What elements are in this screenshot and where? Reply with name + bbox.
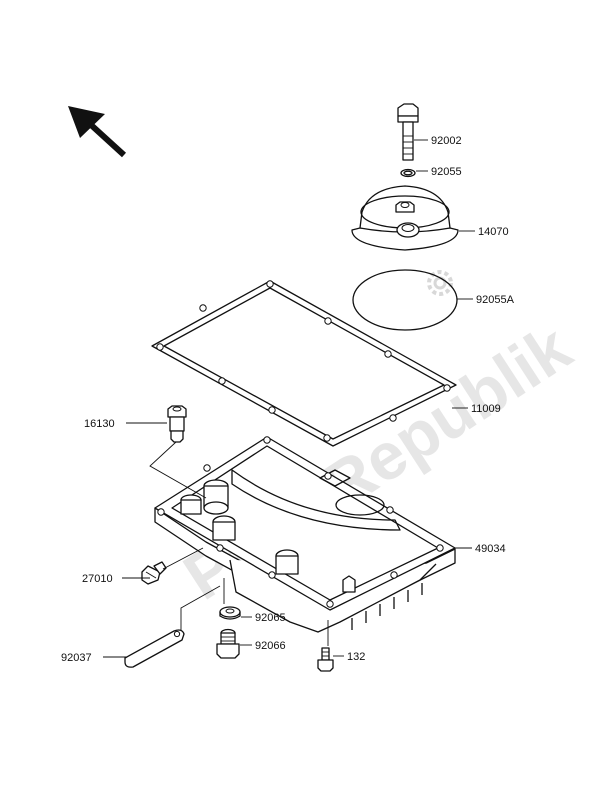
label-27010: 27010 <box>82 573 113 585</box>
oring-92055 <box>400 168 416 178</box>
label-132: 132 <box>347 651 365 663</box>
pan-bolt-132 <box>317 647 334 672</box>
label-11009: 11009 <box>471 403 501 415</box>
clamp-92037 <box>124 629 185 668</box>
drain-plug-92066 <box>216 628 240 659</box>
label-92002: 92002 <box>431 135 462 147</box>
label-92066: 92066 <box>255 640 286 652</box>
gasket-11009 <box>151 280 457 447</box>
label-92055: 92055 <box>431 166 462 178</box>
leader-lines <box>103 139 475 658</box>
bolt-92002 <box>397 103 419 161</box>
part-labels: 92002 92055 14070 92055A 11009 16130 490… <box>61 135 515 664</box>
washer-92065 <box>219 606 241 620</box>
label-14070: 14070 <box>478 226 509 238</box>
label-16130: 16130 <box>84 418 115 430</box>
label-92065: 92065 <box>255 612 286 624</box>
label-92037: 92037 <box>61 652 92 664</box>
fitting-16130 <box>167 405 187 443</box>
oring-92055A <box>352 269 458 331</box>
oil-pan-49034 <box>154 436 456 633</box>
label-92055A: 92055A <box>476 294 515 306</box>
north-west-arrow-icon <box>68 106 127 158</box>
oil-switch-27010 <box>141 561 167 585</box>
cover-14070 <box>351 185 459 251</box>
label-49034: 49034 <box>475 543 506 555</box>
